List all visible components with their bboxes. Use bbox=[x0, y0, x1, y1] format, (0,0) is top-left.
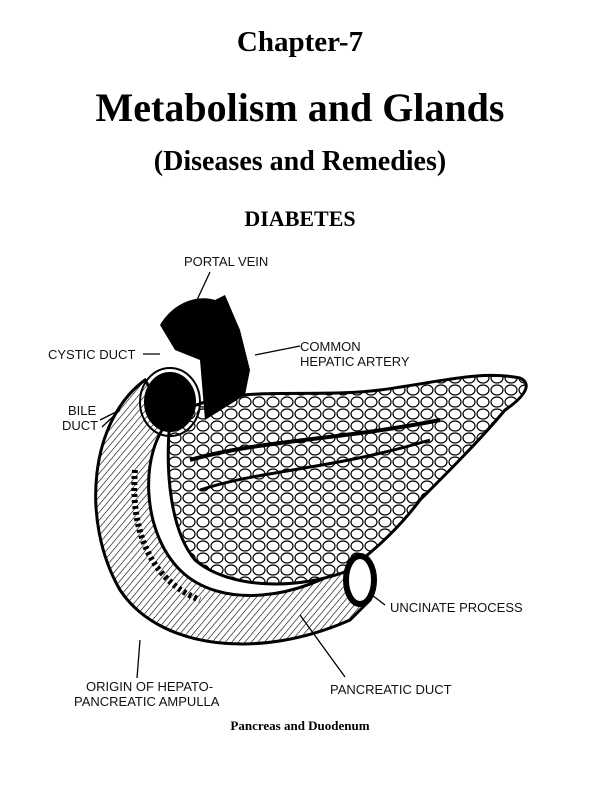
label-bile-duct-line1: BILE bbox=[68, 403, 97, 418]
section-heading: DIABETES bbox=[244, 206, 356, 231]
label-common-hepatic-artery-line2: HEPATIC ARTERY bbox=[300, 354, 410, 369]
page-subtitle: (Diseases and Remedies) bbox=[153, 146, 447, 177]
figure-caption: Pancreas and Duodenum bbox=[230, 718, 370, 733]
uncinate-ring bbox=[343, 553, 377, 607]
chapter-heading: Chapter-7 bbox=[236, 26, 364, 58]
pancreas bbox=[166, 373, 528, 586]
label-bile-duct-line2: DUCT bbox=[62, 418, 99, 433]
label-pancreatic-duct: PANCREATIC DUCT bbox=[330, 682, 452, 697]
label-common-hepatic-artery-line1: COMMON bbox=[300, 339, 361, 354]
label-origin-line2: PANCREATIC AMPULLA bbox=[74, 694, 220, 709]
page-title: Metabolism and Glands bbox=[95, 85, 505, 130]
label-origin-line1: ORIGIN OF HEPATO- bbox=[86, 679, 214, 694]
portal-vein bbox=[160, 295, 250, 420]
label-cystic-duct: CYSTIC DUCT bbox=[48, 347, 136, 362]
label-uncinate-process: UNCINATE PROCESS bbox=[390, 600, 523, 615]
label-portal-vein: PORTAL VEIN bbox=[184, 254, 269, 269]
bile-duct-cross-section bbox=[144, 372, 196, 432]
